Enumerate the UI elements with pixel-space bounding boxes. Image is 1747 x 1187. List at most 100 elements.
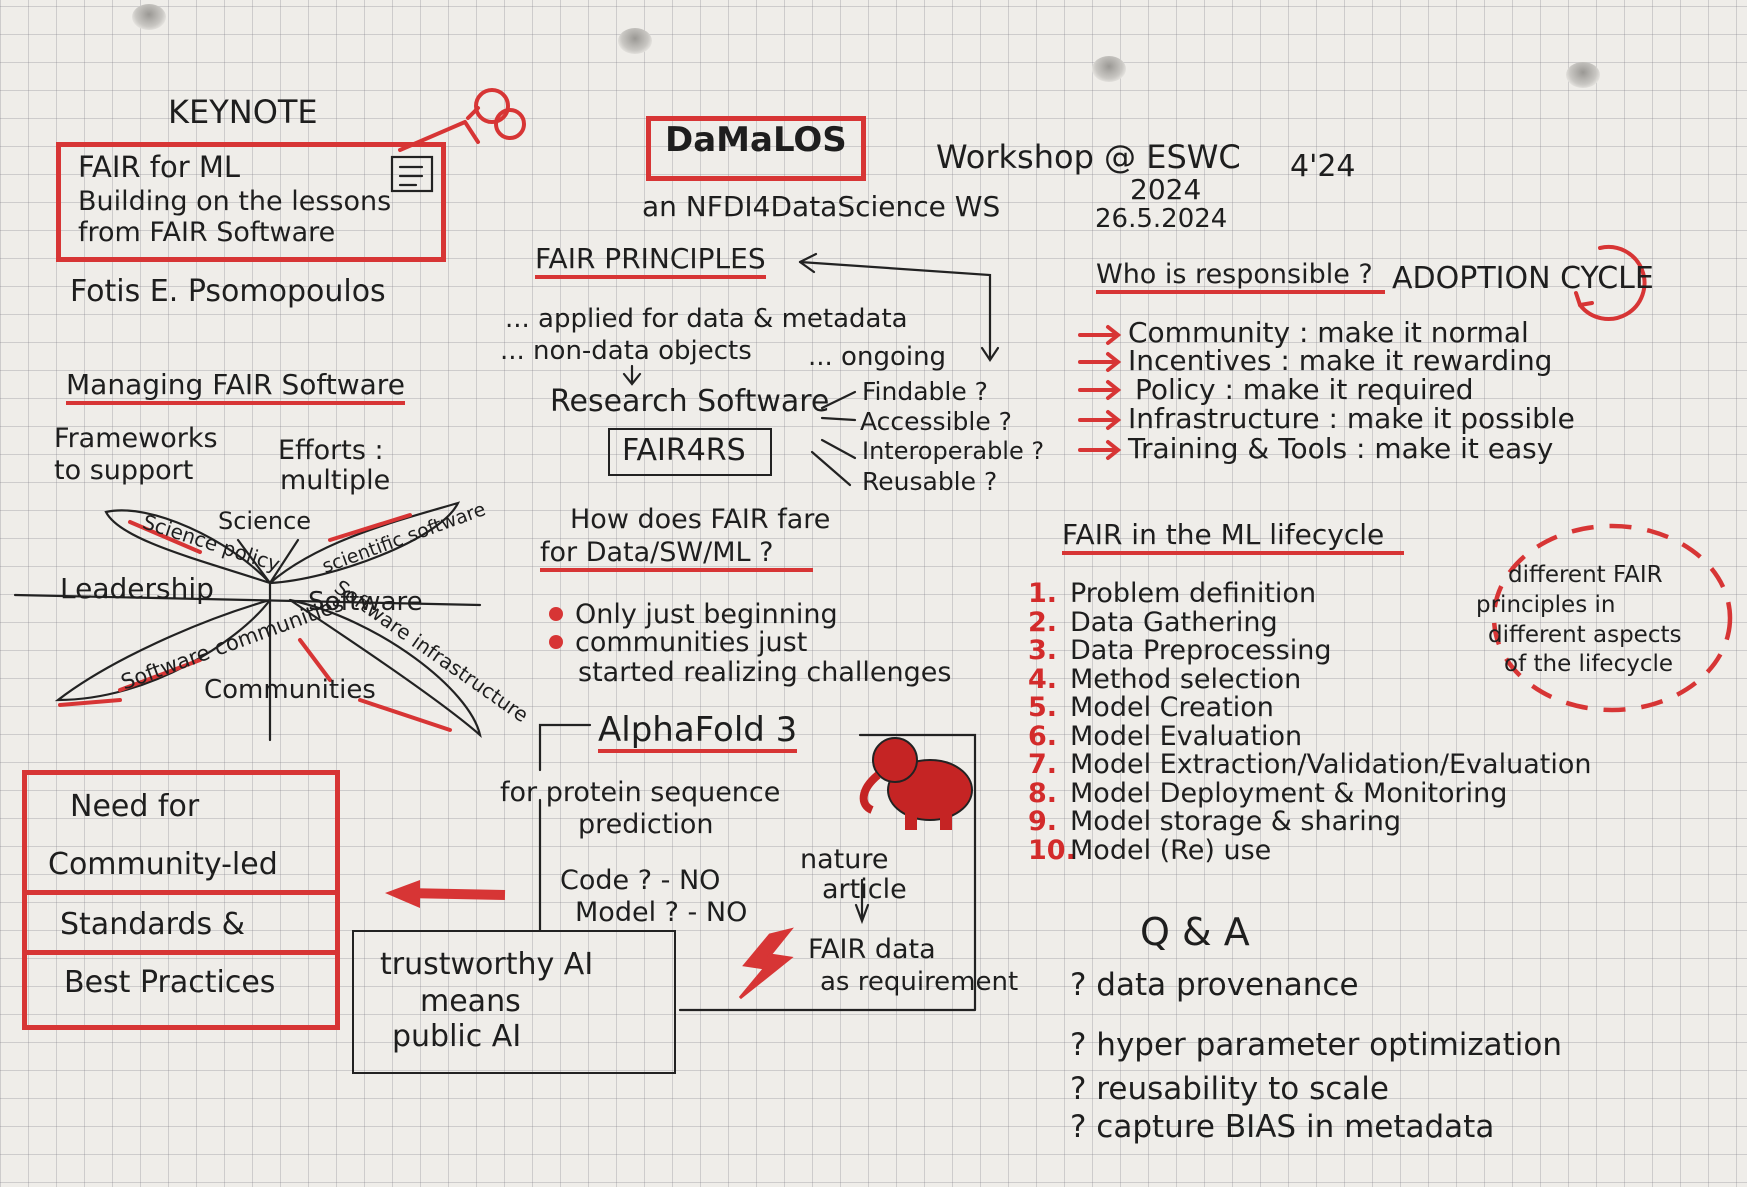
- step-label: Model (Re) use: [1070, 834, 1272, 866]
- keynote-title: from FAIR Software: [78, 217, 336, 248]
- event-title: DaMaLOS: [665, 120, 847, 160]
- lifecycle-step: 3.Data Preprocessing: [1028, 635, 1332, 666]
- efforts-flower: [13, 501, 482, 742]
- alphafold-title: AlphaFold 3: [598, 711, 798, 754]
- lightning-icon: [738, 927, 794, 1000]
- lifecycle-step: 9. Model storage & sharing: [1028, 806, 1402, 837]
- qa-item: ? hyper parameter optimization: [1070, 1027, 1563, 1063]
- how-title: for Data/SW/ML ?: [540, 538, 814, 572]
- trustworthy-text: public AI: [392, 1019, 522, 1054]
- petal-label: Software: [308, 587, 423, 617]
- step-number: 1.: [1028, 578, 1058, 609]
- step-label: Model Evaluation: [1070, 720, 1303, 752]
- need-text: Best Practices: [64, 965, 276, 1000]
- how-bullet: started realizing challenges: [578, 657, 952, 688]
- fair4rs: FAIR4RS: [622, 433, 746, 468]
- trustworthy-text: trustworthy AI: [380, 947, 594, 982]
- efforts-label: multiple: [280, 465, 391, 496]
- responsible-item: Policy : make it required: [1135, 373, 1474, 406]
- step-number: 8.: [1028, 777, 1058, 809]
- step-label: Model Creation: [1070, 692, 1274, 723]
- petal-label: Communities: [204, 675, 376, 705]
- qa-title: Q & A: [1140, 910, 1250, 954]
- need-text: Standards &: [60, 907, 246, 942]
- step-label: Data Gathering: [1070, 606, 1278, 638]
- lifecycle-note: principles in: [1476, 592, 1616, 618]
- alphafold-model: Model ? - NO: [575, 897, 748, 928]
- frameworks-label: Frameworks: [54, 423, 218, 454]
- workshop-label: Workshop @ ESWC: [936, 138, 1241, 176]
- step-label: Problem definition: [1070, 578, 1317, 609]
- step-label: Model Deployment & Monitoring: [1070, 777, 1508, 809]
- step-label: Data Preprocessing: [1070, 635, 1332, 666]
- signature: 4'24: [1290, 149, 1356, 184]
- efforts-label: Efforts :: [278, 435, 384, 466]
- how-title: How does FAIR fare: [570, 504, 831, 535]
- fair-data-req: FAIR data: [808, 934, 936, 965]
- lifecycle-step: 2. Data Gathering: [1028, 606, 1278, 638]
- step-label: Model storage & sharing: [1070, 806, 1402, 837]
- date: 26.5.2024: [1095, 204, 1228, 234]
- research-software: Research Software: [550, 384, 830, 419]
- speaker-name: Fotis E. Psomopoulos: [70, 274, 386, 309]
- managing-title: Managing FAIR Software: [66, 369, 405, 405]
- step-number: 9.: [1028, 806, 1058, 837]
- lifecycle-note: different aspects: [1488, 622, 1682, 648]
- fair-item: Interoperable ?: [862, 437, 1045, 465]
- divider: [27, 890, 335, 895]
- responsible-item: Infrastructure : make it possible: [1128, 402, 1575, 435]
- cycle-icon: [1578, 245, 1647, 321]
- step-label: Method selection: [1070, 663, 1302, 695]
- fair-line: ... non-data objects: [500, 336, 752, 366]
- how-bullet: Only just beginning: [575, 599, 838, 630]
- keynote-title: FAIR for ML: [78, 150, 241, 184]
- lifecycle-note: of the lifecycle: [1504, 651, 1674, 677]
- lifecycle-step: 6. Model Evaluation: [1028, 720, 1303, 752]
- nature-article: nature: [800, 844, 889, 875]
- divider: [27, 950, 335, 955]
- arrow-left-icon: [404, 888, 506, 900]
- need-box: [22, 770, 340, 1030]
- lifecycle-step: 7. Model Extraction/Validation/Evaluation: [1028, 749, 1592, 780]
- event-title-box: [646, 116, 866, 181]
- fair-item: Accessible ?: [860, 407, 1012, 436]
- fair-line: ... ongoing: [808, 342, 947, 372]
- year: 2024: [1130, 173, 1202, 206]
- how-bullet: communities just: [575, 627, 808, 658]
- fair-item: Findable ?: [862, 377, 988, 406]
- trustworthy-box: [352, 930, 676, 1074]
- responsible-item: Incentives : make it rewarding: [1128, 344, 1553, 377]
- elephant-icon: [859, 737, 973, 830]
- need-text: Community-led: [48, 847, 278, 882]
- responsible-question: Who is responsible ?: [1096, 260, 1385, 294]
- keynote-label: KEYNOTE: [168, 93, 318, 131]
- dashed-note-ellipse: [1491, 523, 1733, 713]
- bullet: [549, 635, 563, 649]
- bullet: [549, 607, 563, 621]
- step-number: 6.: [1028, 720, 1058, 752]
- qa-item: ? reusability to scale: [1070, 1071, 1389, 1107]
- responsible-item: Community : make it normal: [1128, 316, 1529, 349]
- fair-item: Reusable ?: [862, 467, 998, 496]
- nature-article: article: [822, 874, 907, 905]
- fair4rs-box: [608, 428, 772, 476]
- lifecycle-step: 4.Method selection: [1028, 663, 1302, 695]
- qa-item: ? data provenance: [1070, 967, 1359, 1003]
- lifecycle-step: 1. Problem definition: [1028, 578, 1317, 609]
- alphafold-text: for protein sequence: [500, 777, 781, 808]
- step-number: 7.: [1028, 749, 1058, 780]
- arrow-bullets: [1078, 325, 1122, 460]
- fair-data-req: as requirement: [820, 967, 1019, 997]
- keynote-title: Building on the lessons: [78, 186, 392, 217]
- step-number: 2.: [1028, 606, 1058, 638]
- lifecycle-title: FAIR in the ML lifecycle: [1062, 519, 1405, 555]
- punch-hole: [1566, 62, 1600, 88]
- step-number: 5.: [1028, 692, 1058, 723]
- qa-item: ? capture BIAS in metadata: [1070, 1109, 1495, 1145]
- adoption-cycle: ADOPTION CYCLE: [1392, 261, 1654, 296]
- fair-line: ... applied for data & metadata: [505, 304, 908, 334]
- alphafold-text: prediction: [578, 809, 714, 840]
- step-label: Model Extraction/Validation/Evaluation: [1070, 749, 1592, 780]
